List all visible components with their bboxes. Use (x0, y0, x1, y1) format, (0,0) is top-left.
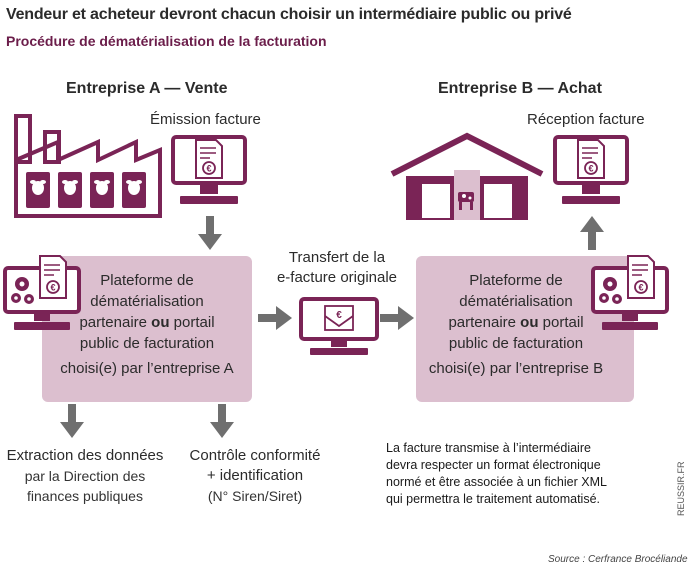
platform-b-text: Plateforme de dématérialisation partenai… (428, 272, 604, 377)
invoice-euro-icon: € (195, 139, 223, 179)
svg-text:€: € (50, 283, 55, 293)
page-title: Vendeur et acheteur devront chacun chois… (6, 6, 572, 23)
extraction-label: Extraction des données par la Direction … (6, 447, 164, 504)
svg-text:€: € (336, 310, 342, 321)
arrow-right-icon (380, 306, 414, 330)
page-subtitle: Procédure de dématérialisation de la fac… (6, 33, 327, 49)
svg-text:€: € (588, 164, 593, 174)
reception-label: Réception facture (527, 111, 645, 128)
invoice-euro-icon: € (627, 255, 655, 299)
computer-icon: € (171, 135, 247, 204)
arrow-down-icon (210, 404, 234, 438)
source-text: Source : Cerfrance Brocéliande (548, 554, 688, 565)
gears-icon (599, 277, 622, 304)
computer-gears-icon: € (591, 255, 669, 330)
svg-text:€: € (206, 164, 211, 174)
note-text: La facture transmise à l’intermédiaire d… (386, 441, 607, 506)
barn-icon (390, 132, 544, 220)
gears-icon (11, 277, 34, 304)
envelope-euro-icon: € (324, 305, 354, 331)
invoice-euro-icon: € (39, 255, 67, 299)
invoice-euro-icon: € (577, 139, 605, 179)
company-a-title: Entreprise A — Vente (66, 80, 228, 97)
factory-icon (14, 114, 162, 218)
svg-text:€: € (638, 283, 643, 293)
credit-text: REUSSIR.FR (676, 461, 686, 516)
computer-gears-icon: € (3, 255, 81, 330)
platform-a-text: Plateforme de dématérialisation partenai… (60, 272, 234, 377)
transfer-label: Transfert de la e-facture originale (276, 249, 398, 286)
arrow-down-icon (60, 404, 84, 438)
emission-label: Émission facture (150, 111, 261, 128)
company-b-title: Entreprise B — Achat (438, 80, 602, 97)
controle-label: Contrôle conformité + identification (N°… (189, 447, 321, 504)
arrow-up-icon (580, 216, 604, 250)
computer-icon: € (553, 135, 629, 204)
arrow-right-icon (258, 306, 292, 330)
arrow-down-icon (198, 216, 222, 250)
computer-envelope-icon: € (299, 297, 379, 355)
